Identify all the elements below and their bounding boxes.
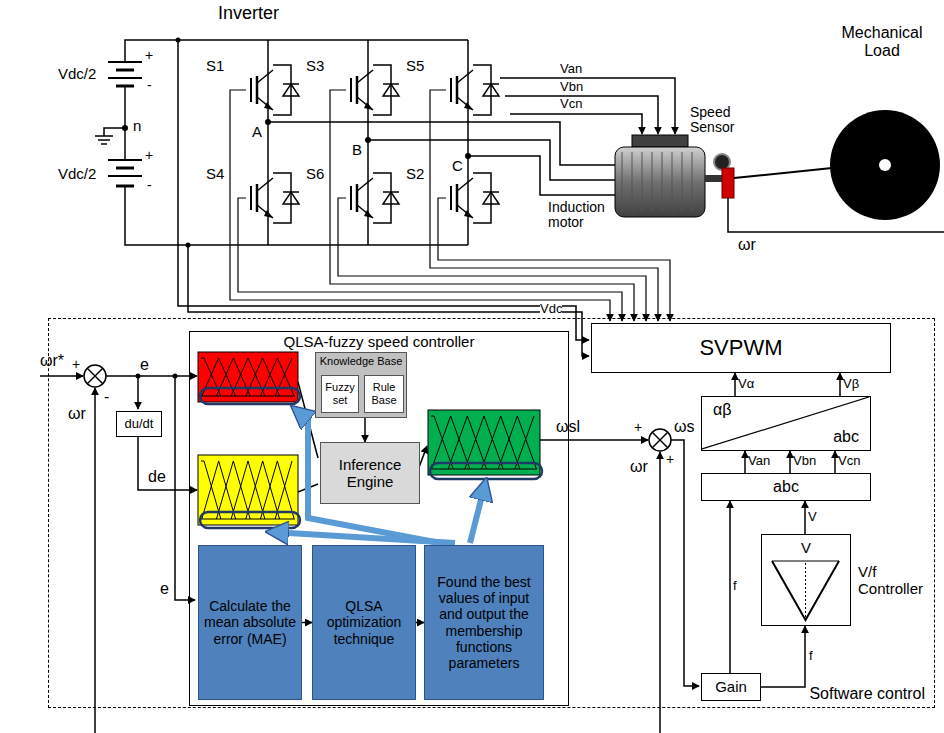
edge-label: V	[808, 510, 817, 524]
edge-label: f	[809, 649, 813, 663]
process-box: Calculate the mean absolute error (MAE)	[198, 545, 302, 700]
signal-arrow	[839, 373, 841, 396]
node-text: Calculate the mean absolute error (MAE)	[199, 597, 301, 647]
signal-label: S1	[206, 58, 224, 75]
node-text: Knowledge Base	[316, 355, 406, 368]
rule-base-box: Rule Base	[364, 375, 404, 413]
edge-label: f	[733, 579, 737, 593]
node-text: αβ	[710, 400, 734, 420]
signal-label: C	[452, 158, 463, 175]
signal-arrow	[789, 451, 791, 473]
node-text: QLSA-fuzzy speed controller	[190, 332, 568, 351]
signal-label: ωs	[674, 418, 695, 436]
process-box: Found the best values of input and outpu…	[424, 545, 544, 700]
signal-label: Van	[560, 62, 582, 76]
signal-label: +	[145, 148, 153, 163]
signal-label: Vbn	[560, 80, 583, 94]
control-region: Software control QLSA-fuzzy speed control…	[48, 318, 935, 708]
signal-label: Vdc/2	[58, 166, 96, 183]
signal-label: B	[352, 142, 362, 159]
gain-box: Gain	[701, 673, 761, 701]
node-text: Gain	[712, 677, 750, 696]
signal-arrow	[734, 373, 736, 396]
signal-label: S5	[406, 58, 424, 75]
fuzzy-set-box: Fuzzy set	[321, 375, 359, 413]
signal-arrow	[302, 622, 312, 624]
signal-label: Speed Sensor	[690, 105, 752, 136]
edge-label: Van	[748, 454, 770, 468]
signal-label: +	[634, 420, 642, 435]
edge-label: Vβ	[843, 377, 859, 391]
node-text: Fuzzy set	[322, 381, 358, 406]
signal-arrow	[729, 501, 731, 673]
signal-label: A	[252, 124, 262, 141]
edge-label: Vcn	[838, 454, 860, 468]
node-text: SVPWM	[696, 334, 785, 361]
signal-label: -	[147, 78, 152, 93]
signal-label: -	[104, 388, 109, 406]
vf-controller-box: VV/f Controller	[761, 534, 851, 626]
signal-label: ωr*	[40, 352, 64, 370]
signal-label: n	[133, 118, 141, 135]
signal-arrow	[744, 451, 746, 473]
signal-label: e	[160, 580, 169, 598]
node-subtext: abc	[830, 427, 862, 447]
signal-arrow	[761, 626, 805, 687]
node-text: abc	[770, 477, 802, 497]
signal-label: Induction motor	[548, 200, 614, 231]
signal-label: +	[72, 357, 80, 372]
signal-label: Inverter	[218, 4, 279, 24]
signal-label: S2	[406, 166, 424, 183]
signal-label: Vdc	[540, 302, 562, 316]
signal-label: ωr	[630, 458, 648, 476]
derivative-box: du/dt	[116, 411, 162, 437]
node-text: QLSA optimization technique	[313, 597, 415, 647]
signal-label: e	[140, 356, 149, 374]
transform-box: abc	[701, 473, 871, 501]
signal-label: +	[145, 48, 153, 63]
signal-label: Vcn	[560, 97, 582, 111]
inference-box: Inference Engine	[320, 442, 420, 504]
process-box: QLSA optimization technique	[312, 545, 416, 700]
signal-label: +	[666, 452, 674, 467]
signal-arrow	[834, 451, 836, 473]
signal-label: S4	[206, 166, 224, 183]
signal-label: -	[147, 178, 152, 193]
node-text: Software control	[806, 684, 928, 704]
node-text: Found the best values of input and outpu…	[425, 573, 543, 672]
transform-box: αβ abc	[701, 396, 871, 451]
signal-label: ωr	[738, 236, 756, 254]
node-text: du/dt	[125, 417, 154, 432]
signal-label: S3	[306, 58, 324, 75]
signal-label: ωsl	[556, 418, 580, 436]
signal-arrow	[804, 501, 806, 534]
signal-label: Vdc/2	[58, 66, 96, 83]
node-text: Inference Engine	[321, 455, 419, 492]
node-text: Rule Base	[365, 381, 403, 406]
knowledge-box: Knowledge BaseFuzzy set Rule Base	[315, 352, 407, 418]
signal-arrow	[364, 418, 366, 442]
edge-label: Vα	[738, 377, 754, 391]
signal-label: de	[148, 468, 166, 486]
signal-arrow	[416, 622, 424, 624]
node-subtext: V/f Controller	[858, 563, 934, 598]
signal-label: ωr	[68, 405, 86, 423]
modulator-box: SVPWM	[591, 323, 891, 373]
signal-label: Mechanical Load	[826, 24, 938, 59]
signal-label: S6	[306, 166, 324, 183]
edge-label: Vbn	[793, 454, 816, 468]
node-text: V	[762, 538, 850, 557]
controller-box: QLSA-fuzzy speed controllerKnowledge Bas…	[189, 331, 569, 706]
